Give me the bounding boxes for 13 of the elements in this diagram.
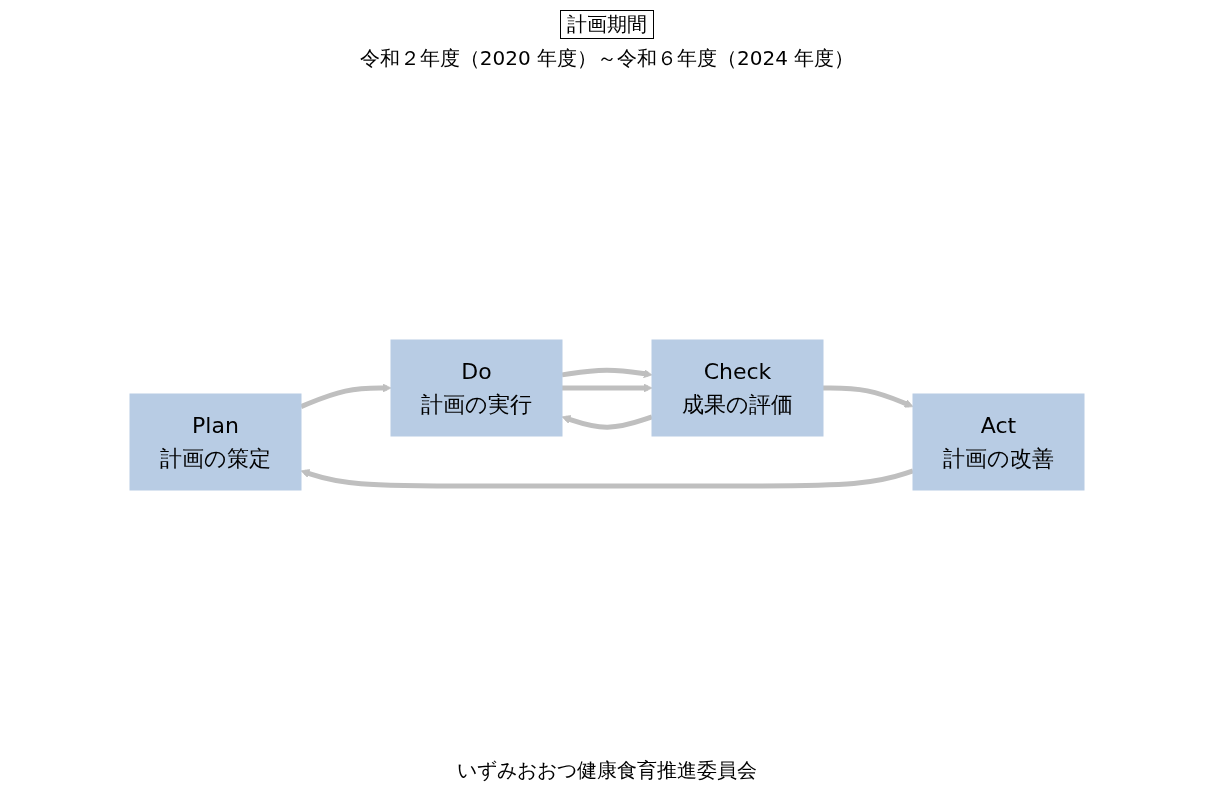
arrow bbox=[823, 385, 914, 408]
arrow bbox=[561, 413, 653, 430]
committee-note: いずみおおつ健康食育推進委員会 bbox=[457, 757, 757, 784]
arrow bbox=[300, 383, 392, 409]
node-box: Do 計画の実行 bbox=[390, 339, 563, 436]
period-text: 令和２年度（2020 年度）～令和６年度（2024 年度） bbox=[359, 45, 855, 72]
node-box: Plan 計画の策定 bbox=[129, 393, 302, 490]
arrow bbox=[561, 367, 653, 378]
arrow bbox=[300, 467, 914, 488]
node-box: Act 計画の改善 bbox=[912, 393, 1085, 490]
arrow bbox=[562, 383, 653, 392]
node-box: Check 成果の評価 bbox=[651, 339, 824, 436]
period-heading: 計画期間 bbox=[560, 10, 654, 39]
